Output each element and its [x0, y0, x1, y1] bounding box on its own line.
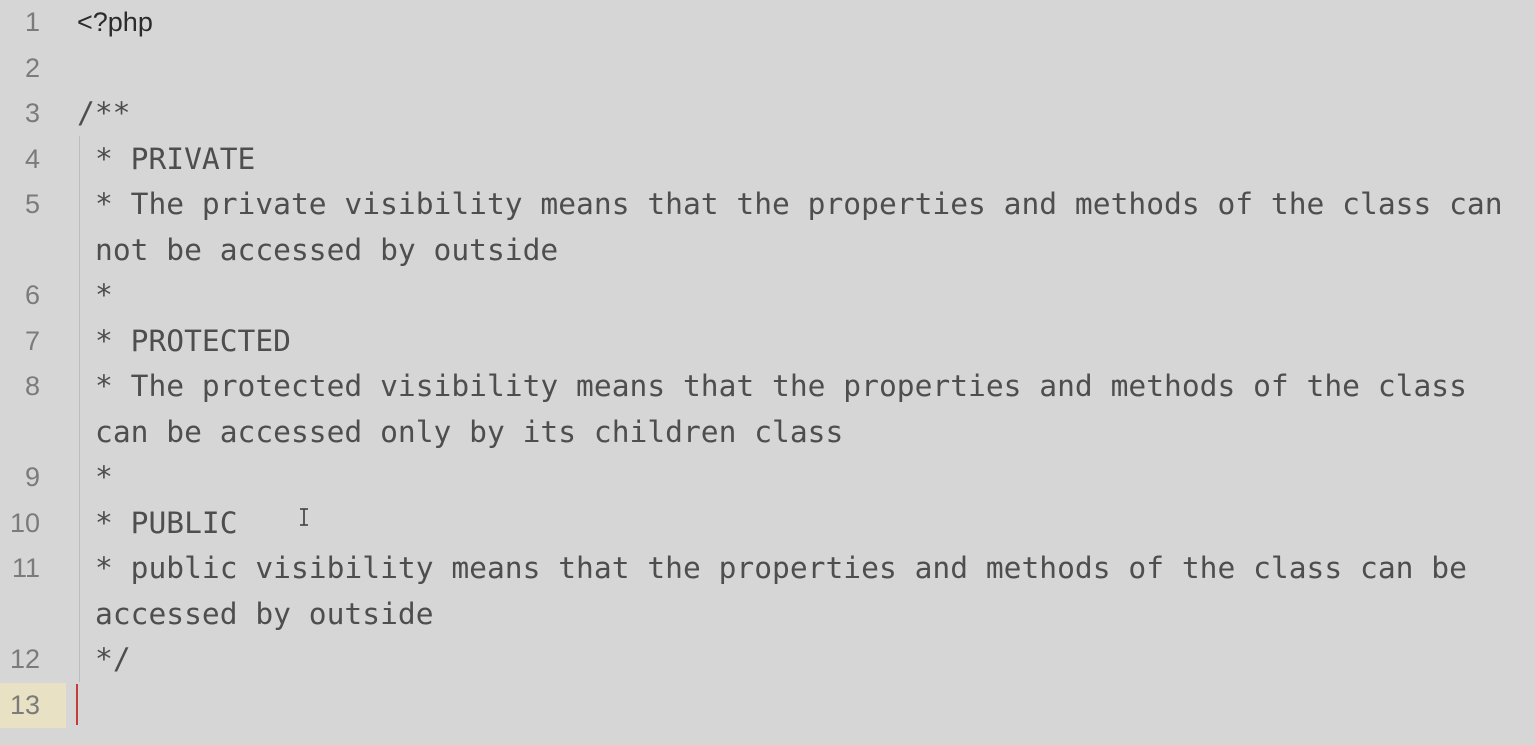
doc-comment-open: /**: [77, 96, 131, 130]
code-line-12[interactable]: 12 */: [0, 637, 1535, 683]
indent-guide: [79, 136, 80, 682]
line-number: 12: [9, 644, 40, 674]
text-caret: [76, 684, 78, 725]
line-number: 2: [24, 52, 40, 83]
line-number: 6: [24, 280, 40, 310]
doc-comment-close: */: [95, 642, 131, 676]
line-number: 10: [9, 507, 40, 538]
comment-text: * The protected visibility means that th…: [95, 369, 1485, 449]
line-number: 9: [24, 462, 40, 492]
code-line-9[interactable]: 9 *: [0, 455, 1535, 501]
code-line-1[interactable]: 1 <?php: [0, 0, 1535, 46]
comment-text: * PUBLIC: [95, 505, 238, 540]
comment-text: * PRIVATE: [95, 141, 256, 176]
ibeam-cursor-icon: [300, 508, 308, 526]
comment-text: * PROTECTED: [95, 323, 291, 358]
line-number-current: 13: [0, 682, 66, 728]
line-number: 7: [24, 325, 40, 356]
line-number: 8: [24, 371, 40, 401]
code-line-3[interactable]: 3 /**: [0, 91, 1535, 137]
code-line-2[interactable]: 2: [0, 46, 1535, 92]
comment-text: *: [95, 460, 113, 494]
code-line-4[interactable]: 4 * PRIVATE: [0, 137, 1535, 183]
line-number: 11: [11, 553, 40, 583]
line-number: 3: [24, 98, 40, 128]
line-number: 1: [24, 7, 40, 37]
code-line-11[interactable]: 11 * public visibility means that the pr…: [0, 546, 1535, 637]
code-line-7[interactable]: 7 * PROTECTED: [0, 319, 1535, 365]
comment-text: * The private visibility means that the …: [95, 187, 1521, 267]
code-line-6[interactable]: 6 *: [0, 273, 1535, 319]
comment-text: *: [95, 278, 113, 312]
code-line-13[interactable]: 13: [0, 682, 1535, 728]
code-line-8[interactable]: 8 * The protected visibility means that …: [0, 364, 1535, 455]
code-line-10[interactable]: 10 * PUBLIC: [0, 501, 1535, 547]
comment-text: * public visibility means that the prope…: [95, 551, 1485, 631]
php-open-tag: <?php: [77, 7, 153, 37]
line-number: 5: [24, 189, 40, 219]
line-number: 4: [24, 143, 40, 174]
code-line-5[interactable]: 5 * The private visibility means that th…: [0, 182, 1535, 273]
